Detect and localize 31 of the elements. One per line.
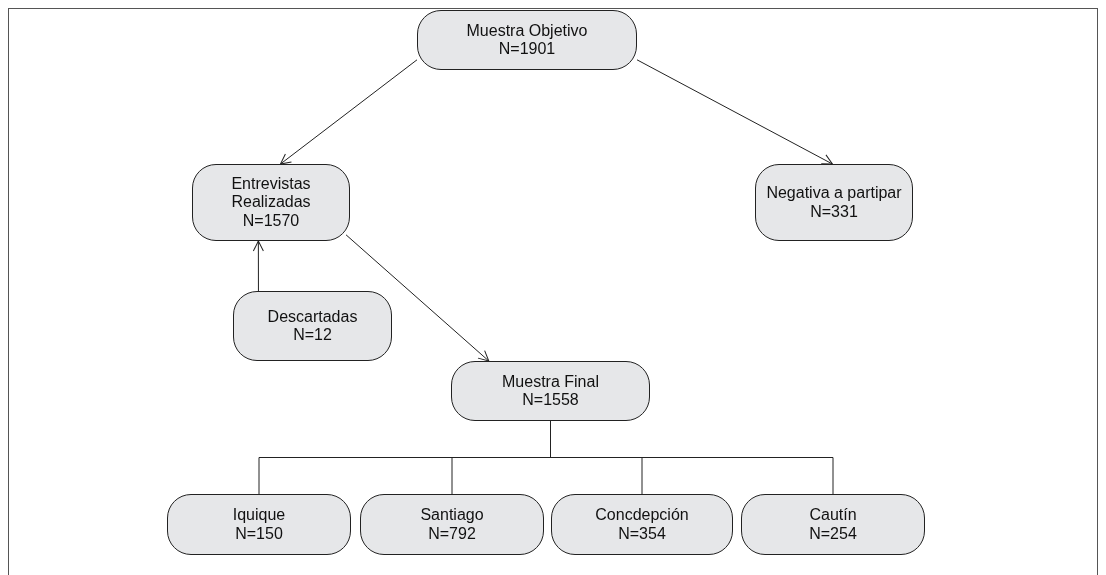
node-label: Descartadas (267, 307, 358, 326)
count-label: N=254 (809, 524, 857, 543)
count-label: N=1558 (522, 391, 579, 410)
node-label: Cautín (809, 506, 857, 525)
node-label: Concdepción (595, 506, 689, 525)
count-label: N=331 (810, 202, 858, 221)
arrow (252, 240, 264, 292)
arrow (636, 59, 833, 165)
node-label: Negativa a partipar (766, 184, 902, 203)
rounded-box (451, 361, 650, 421)
rounded-box (755, 164, 913, 241)
arrow (280, 59, 418, 165)
count-label: N=12 (293, 326, 332, 345)
count-label: N=1570 (242, 211, 300, 231)
count-label: N=354 (618, 524, 666, 543)
rounded-box (233, 291, 392, 361)
node-label: Muestra Final (502, 372, 599, 391)
rounded-box (167, 494, 351, 555)
rounded-box (192, 164, 350, 241)
rounded-box (360, 494, 544, 555)
node-label: Santiago (420, 506, 484, 525)
rounded-box (741, 494, 925, 555)
rounded-box (551, 494, 733, 555)
count-label: N=1901 (498, 40, 556, 59)
node-label: Entrevistas Realizadas (230, 174, 312, 212)
node-label: Muestra Objetivo (466, 21, 588, 40)
count-label: N=792 (428, 524, 476, 543)
node-label: Iquique (232, 506, 286, 525)
arrow (345, 234, 490, 362)
count-label: N=150 (235, 524, 283, 543)
rounded-box (417, 10, 637, 70)
